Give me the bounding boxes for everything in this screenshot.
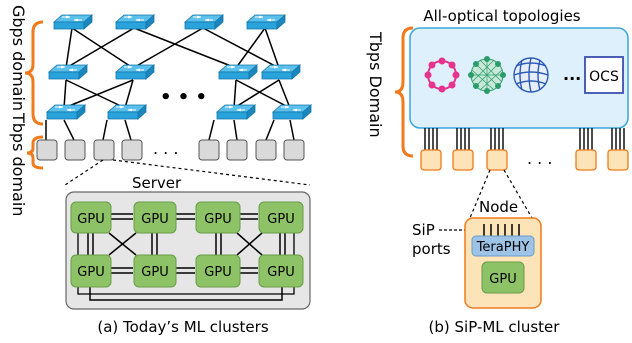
caption-right: (b) SiP-ML cluster: [429, 318, 561, 336]
sip-ports-label-line1: SiP: [412, 221, 435, 239]
spine-switch: [53, 14, 93, 30]
gpu-label: GPU: [204, 212, 231, 227]
sip-node: [575, 149, 597, 171]
gpu-label: GPU: [77, 265, 104, 280]
spine-switch: [246, 14, 286, 30]
sip-gpu-chip: [481, 261, 525, 294]
right-figure: All-optical topologies Tbps Domain: [366, 7, 629, 336]
ocs-box: [584, 56, 624, 94]
server-ellipsis: . . .: [153, 139, 178, 158]
sip-node: [452, 149, 474, 171]
gpu-chip: GPU: [133, 201, 177, 234]
caption-left: (a) Today’s ML clusters: [97, 318, 268, 336]
zoom-line-right: [469, 169, 491, 219]
gpu-label: GPU: [77, 212, 104, 227]
gpu-label: GPU: [204, 265, 231, 280]
torus-topology-icon: [513, 57, 549, 93]
zoom-line: [64, 159, 104, 186]
mesh-topology-icon: [468, 56, 506, 94]
gpu-chip: GPU: [258, 254, 304, 288]
server-node: [198, 139, 220, 161]
server-label: Server: [132, 174, 182, 192]
sip-node: [420, 149, 442, 171]
gpu-chip: GPU: [70, 201, 112, 234]
tbps-bracket: [26, 135, 44, 170]
server-row: [36, 139, 305, 161]
server-gpus: GPU GPU GPU GPU GPU GPU: [70, 201, 304, 288]
spine-switch: [115, 14, 155, 30]
server-node: [121, 139, 143, 161]
sip-node: [486, 149, 508, 171]
sip-gpu-label: GPU: [489, 272, 516, 287]
ring-topology-icon: [424, 57, 460, 93]
gpu-links: [77, 205, 295, 301]
gpu-label: GPU: [141, 212, 168, 227]
gpu-chip: GPU: [195, 201, 241, 234]
aggregation-switch: [48, 64, 88, 80]
server-node: [93, 139, 115, 161]
node-ellipsis: . . .: [527, 149, 552, 168]
fabric-links: [45, 27, 295, 141]
server-node: [226, 139, 248, 161]
left-figure: Gbps domain Tbps domain: [9, 5, 312, 336]
sip-node-row: [420, 149, 629, 171]
topology-ellipsis: ...: [563, 65, 581, 84]
gpu-chip: GPU: [258, 201, 304, 234]
aggregation-switch: [261, 64, 301, 80]
spine-switch: [184, 14, 224, 30]
optical-title: All-optical topologies: [423, 7, 580, 25]
tor-switch: [216, 104, 256, 120]
tbps-domain-label: Tbps domain: [9, 112, 28, 216]
sip-port-pins: [483, 224, 520, 237]
aggregation-switch: [115, 64, 155, 80]
gpu-label: GPU: [267, 212, 294, 227]
switch-ellipsis: • • •: [160, 87, 207, 108]
tor-switch: [107, 104, 147, 120]
tbps-bracket-right: [394, 26, 414, 158]
gpu-label: GPU: [267, 265, 294, 280]
fiber-links: [424, 128, 625, 150]
gpu-chip: GPU: [195, 254, 241, 288]
server-node: [283, 139, 305, 161]
gbps-bracket: [24, 20, 44, 126]
aggregation-switches: [48, 64, 301, 80]
tbps-domain-label-right: Tbps Domain: [366, 31, 385, 138]
spine-switches: [53, 14, 286, 30]
server-box: [65, 191, 311, 310]
teraphy-chip: [471, 235, 535, 257]
server-node: [255, 139, 277, 161]
server-node: [64, 139, 86, 161]
server-node: [36, 139, 58, 161]
sip-node: [607, 149, 629, 171]
tor-switch: [46, 104, 86, 120]
teraphy-label: TeraPHY: [476, 240, 530, 255]
gpu-chip: GPU: [70, 254, 112, 288]
gpu-chip: GPU: [133, 254, 177, 288]
gpu-label: GPU: [141, 265, 168, 280]
ocs-label: OCS: [589, 69, 619, 85]
tor-switch: [272, 104, 312, 120]
sip-ports-label-line2: ports: [412, 240, 451, 258]
node-label: Node: [479, 198, 518, 216]
gbps-domain-label: Gbps domain: [9, 5, 28, 111]
aggregation-switch: [218, 64, 258, 80]
